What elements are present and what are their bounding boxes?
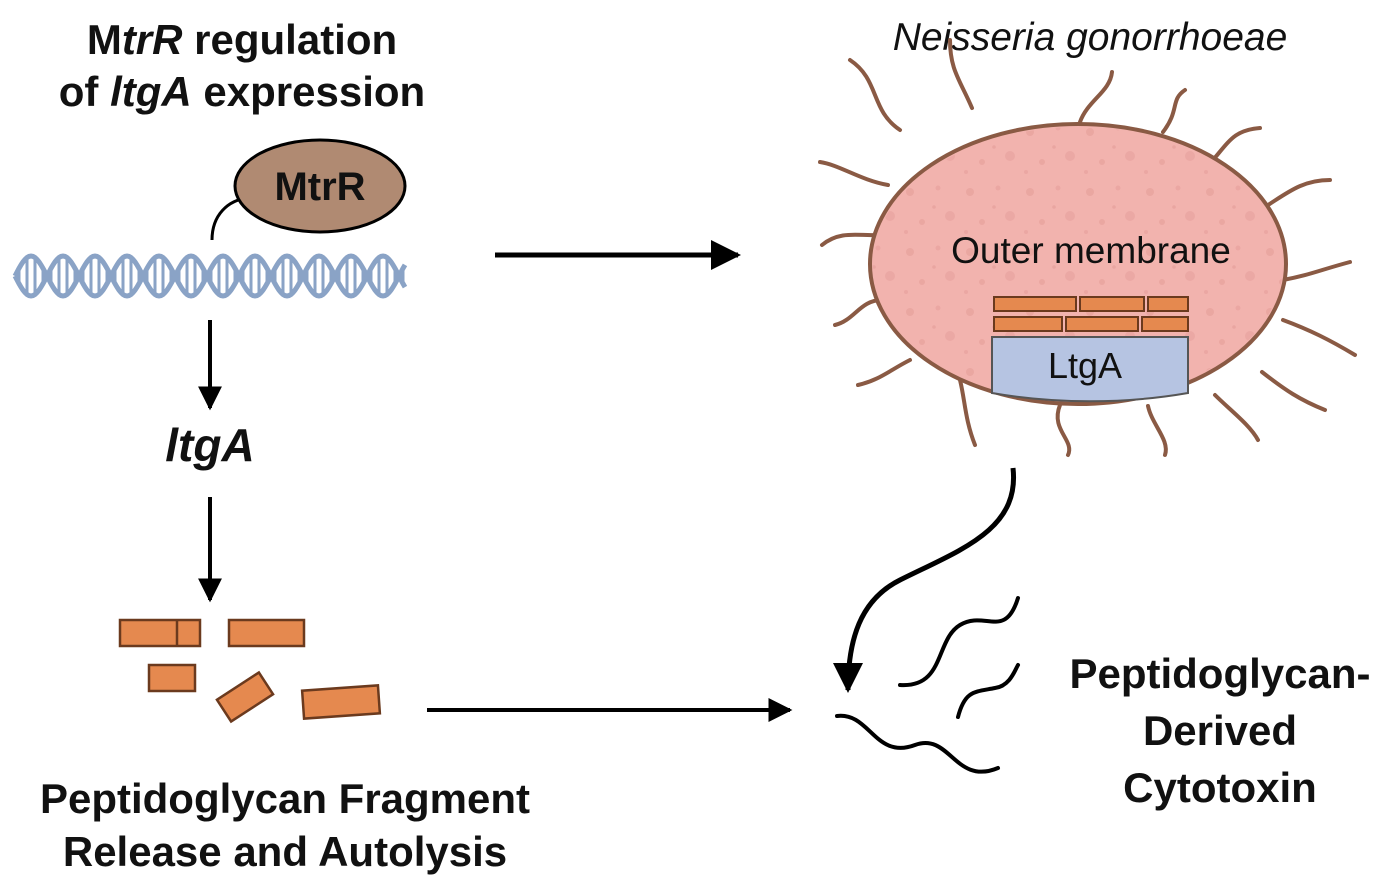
fragment	[215, 670, 275, 724]
pg-layer-brick	[993, 316, 1063, 332]
bacterium-texture	[873, 127, 1283, 401]
cytotoxin-line-3: Cytotoxin	[1123, 764, 1317, 811]
outer-membrane-label: Outer membrane	[951, 230, 1231, 271]
flagella	[818, 38, 1357, 457]
cytotoxin-label: Peptidoglycan- Derived Cytotoxin	[1030, 645, 1394, 816]
fragment-release-line-2: Release and Autolysis	[62, 828, 508, 875]
cytotoxin-strands	[835, 596, 1020, 774]
pg-layer-brick	[1147, 296, 1189, 312]
pg-layer-brick	[993, 296, 1077, 312]
arrow-bacterium-to-cytotoxin	[833, 467, 1016, 693]
organism-label: Neisseria gonorrhoeae	[892, 16, 1288, 59]
cytotoxin-line-1: Peptidoglycan-	[1069, 650, 1371, 697]
fragment	[300, 684, 382, 720]
fragment-release-line-1: Peptidoglycan Fragment	[39, 775, 531, 822]
fragment	[147, 663, 197, 693]
bacterium: Outer membrane LtgA	[818, 38, 1357, 457]
ltga-enzyme	[991, 336, 1189, 403]
pg-layer-brick	[1065, 316, 1139, 332]
fragment-release-label: Peptidoglycan Fragment Release and Autol…	[0, 772, 570, 878]
peptidoglycan-layer	[993, 296, 1189, 332]
title-line-2: of ltgA expression	[58, 68, 426, 115]
dna-strand-b	[12, 253, 408, 299]
title-line-1: MtrR regulation	[86, 16, 398, 63]
fragment	[227, 618, 306, 648]
pg-layer-brick	[1141, 316, 1189, 332]
mtrr-protein	[233, 138, 407, 234]
fragment-double	[118, 618, 202, 648]
pg-layer-brick	[1079, 296, 1145, 312]
gene-label: ltgA	[165, 419, 255, 471]
mtrr-label: MtrR	[274, 165, 365, 209]
ltga-label: LtgA	[1048, 345, 1122, 386]
title: MtrR regulation of ltgA expression	[0, 14, 484, 118]
peptidoglycan-fragments	[118, 618, 382, 724]
cytotoxin-line-2: Derived	[1142, 707, 1298, 754]
dna-helix	[12, 253, 408, 299]
